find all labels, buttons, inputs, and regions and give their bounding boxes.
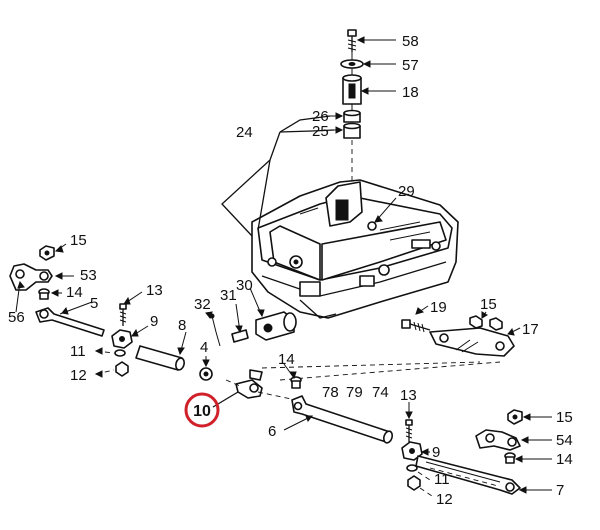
part-15-nut-right: [507, 409, 523, 425]
part-11-washer-left: [114, 349, 126, 357]
part-30-cylinder: [255, 311, 297, 341]
part-8-tube: [135, 345, 185, 371]
callout-30: 30: [236, 277, 253, 294]
part-6-tie-rod: [291, 395, 394, 444]
callout-17: 17: [522, 321, 539, 338]
part-5-drag-link: [35, 307, 105, 337]
part-32-screw: [209, 313, 221, 347]
callout-12-right: 12: [436, 491, 453, 508]
callout-12-left: 12: [70, 367, 87, 384]
part-58-bolt: [347, 29, 357, 52]
callout-5: 5: [90, 295, 98, 312]
callout-53: 53: [80, 267, 97, 284]
callout-4: 4: [200, 339, 208, 356]
part-17-steering-arm: [429, 327, 515, 357]
part-13-bolt-left: [119, 303, 127, 326]
part-9-clamp-right: [401, 441, 423, 461]
callout-74: 74: [372, 384, 389, 401]
callout-58: 58: [402, 33, 419, 50]
callout-13-right: 13: [400, 387, 417, 404]
callout-57: 57: [402, 57, 419, 74]
highlight-callout-10: 10: [184, 392, 220, 428]
part-7-drag-link-right: [415, 455, 521, 495]
part-13-bolt-right: [405, 419, 413, 442]
callout-13-left: 13: [146, 282, 163, 299]
part-54-arm-right: [475, 429, 521, 451]
part-9-clamp-left: [111, 329, 133, 349]
callout-32: 32: [194, 296, 211, 313]
callout-78: 78: [322, 384, 339, 401]
part-18-bushing: [342, 74, 362, 105]
callout-6: 6: [268, 423, 276, 440]
callout-15-right-top: 15: [480, 296, 497, 313]
part-4-nut: [199, 367, 213, 381]
callout-14-left: 14: [66, 284, 83, 301]
part-12-nut-left: [115, 361, 129, 377]
callout-19: 19: [430, 299, 447, 316]
callout-56: 56: [8, 309, 25, 326]
part-14-stud-left: [38, 288, 50, 300]
part-14-stud-right: [504, 452, 516, 464]
callout-31: 31: [220, 287, 237, 304]
part-10-tie-rod-end: [235, 369, 263, 399]
part-25-bushing: [343, 122, 361, 139]
callout-15-left: 15: [70, 232, 87, 249]
part-15-nuts-right: [469, 315, 503, 331]
part-12-nut-right: [407, 475, 421, 491]
part-19-bolt: [401, 319, 431, 333]
part-53-arm-left: [9, 263, 53, 291]
callout-79: 79: [346, 384, 363, 401]
callout-arrows: [17, 36, 531, 494]
callout-54: 54: [556, 432, 573, 449]
callout-14-center: 14: [278, 351, 295, 368]
callout-25: 25: [312, 123, 329, 140]
callout-11-left: 11: [70, 343, 86, 360]
callout-10: 10: [193, 403, 211, 420]
callout-9-right: 9: [432, 444, 440, 461]
callout-24: 24: [236, 124, 253, 141]
part-15-nut-left: [39, 245, 55, 261]
callout-8: 8: [178, 317, 186, 334]
callout-15-right: 15: [556, 409, 573, 426]
callout-7: 7: [556, 482, 564, 499]
callout-29: 29: [398, 183, 415, 200]
callout-9-left: 9: [150, 313, 158, 330]
callout-11-right: 11: [434, 471, 450, 488]
part-24-housing: [251, 179, 459, 319]
callout-26: 26: [312, 108, 329, 125]
callout-14-right: 14: [556, 451, 573, 468]
part-31-lever: [231, 303, 249, 343]
callout-18: 18: [402, 84, 419, 101]
part-11-washer-right: [406, 464, 418, 472]
part-14-stud-center: [290, 376, 302, 389]
part-26-bushing: [343, 109, 361, 123]
part-57-washer: [340, 59, 364, 69]
